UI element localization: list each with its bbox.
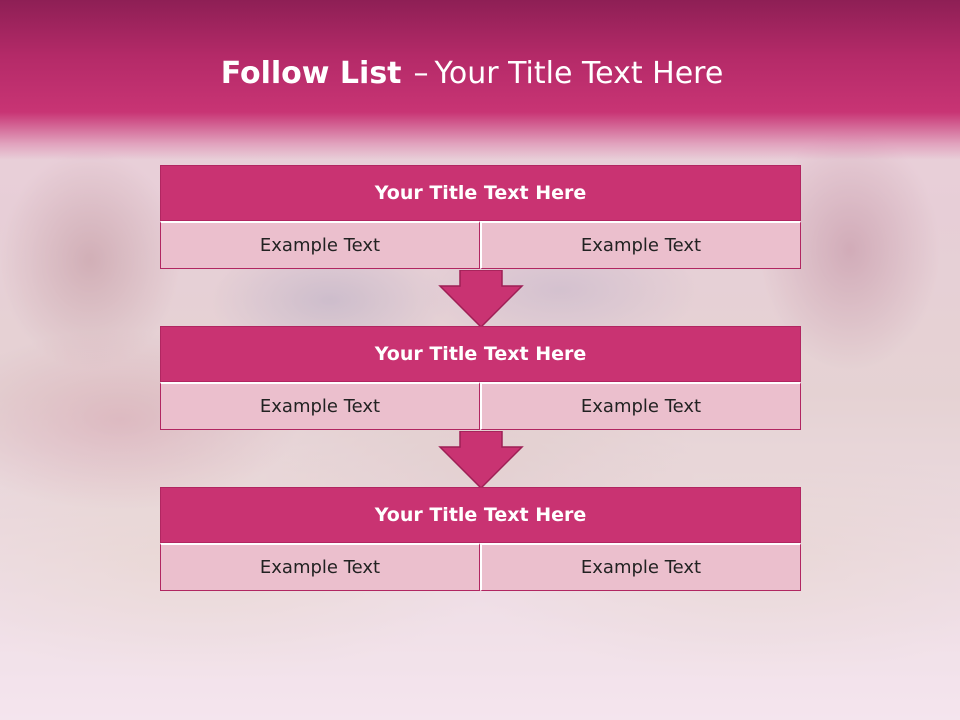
flow-cell-left: Example Text (160, 221, 480, 269)
flow-cell-left: Example Text (160, 543, 480, 591)
flow-block-title: Your Title Text Here (160, 487, 801, 543)
flow-block-3: Your Title Text Here Example Text Exampl… (160, 487, 801, 591)
title-banner (0, 0, 960, 160)
slide-title-dash: – (413, 56, 429, 91)
flow-block-2: Your Title Text Here Example Text Exampl… (160, 326, 801, 430)
flow-block-title: Your Title Text Here (160, 165, 801, 221)
flow-block-1: Your Title Text Here Example Text Exampl… (160, 165, 801, 269)
flow-block-row: Example Text Example Text (160, 382, 801, 430)
down-arrow-icon (438, 270, 524, 328)
slide-title: Follow List–Your Title Text Here (0, 56, 944, 91)
down-arrow-icon (438, 431, 524, 489)
flow-cell-right: Example Text (480, 382, 801, 430)
flow-cell-right: Example Text (480, 543, 801, 591)
flow-block-row: Example Text Example Text (160, 221, 801, 269)
slide-title-bold: Follow List (220, 56, 402, 91)
flow-block-row: Example Text Example Text (160, 543, 801, 591)
slide-title-rest: Your Title Text Here (434, 56, 724, 91)
flow-block-title: Your Title Text Here (160, 326, 801, 382)
flow-cell-left: Example Text (160, 382, 480, 430)
flow-cell-right: Example Text (480, 221, 801, 269)
